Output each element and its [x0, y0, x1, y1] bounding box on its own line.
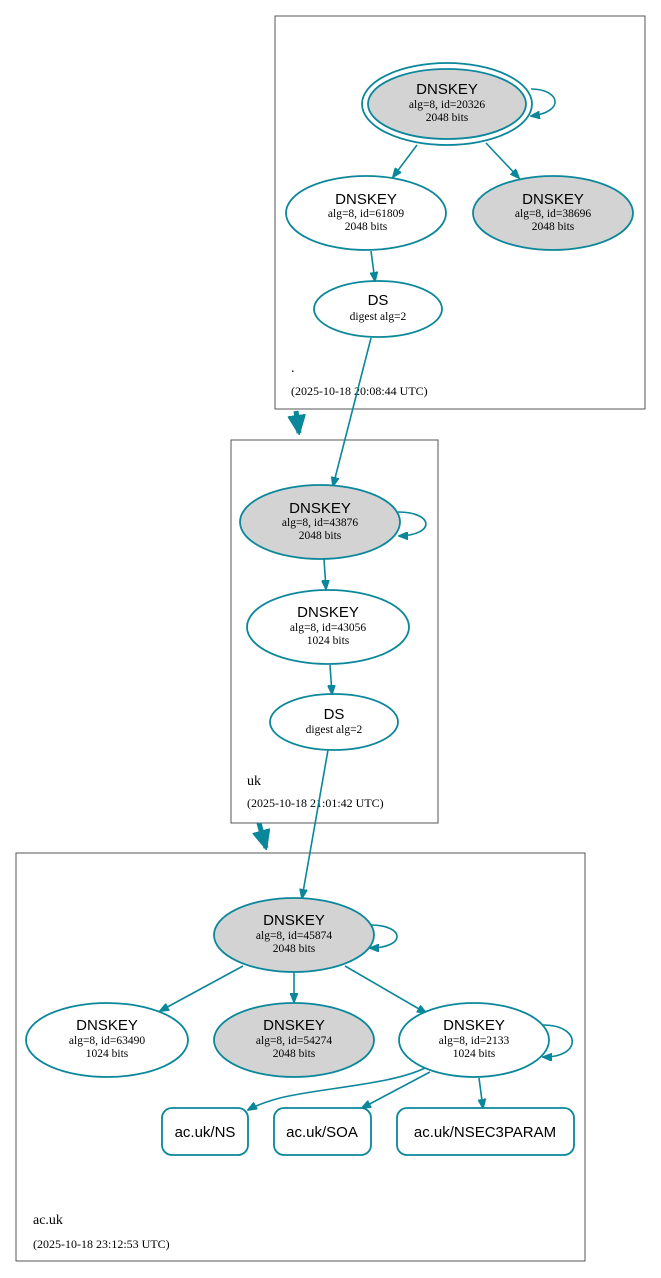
edge-ac-k3-soa: [362, 1071, 431, 1108]
node-title: DNSKEY: [443, 1017, 505, 1034]
ds-node-uk: DS digest alg=2: [269, 693, 399, 751]
zone-name-acuk: ac.uk: [33, 1213, 63, 1228]
zone-name-root: .: [291, 361, 295, 376]
node-title: DNSKEY: [76, 1017, 138, 1034]
delegation-arrow-root-uk: [296, 410, 299, 433]
node-title: DNSKEY: [289, 500, 351, 517]
zone-box-root: [274, 15, 646, 410]
node-title: DS: [368, 292, 389, 309]
node-key-info: alg=8, id=54274: [256, 1035, 332, 1047]
rrset-node-ns: ac.uk/NS: [161, 1107, 249, 1156]
node-title: DS: [324, 706, 345, 723]
edge-uk-ksk-zsk: [324, 558, 326, 589]
dnskey-node-ac-63490: DNSKEY alg=8, id=63490 1024 bits: [25, 1002, 189, 1078]
edge-ac-k3-self: [543, 1024, 573, 1057]
zone-timestamp-uk: (2025-10-18 21:01:42 UTC): [247, 796, 384, 810]
node-key-size: 1024 bits: [307, 635, 350, 647]
node-title: DNSKEY: [335, 191, 397, 208]
node-key-info: alg=8, id=61809: [328, 208, 404, 220]
edge-ac-ksk-self: [370, 924, 398, 948]
edge-uk-ds-ac-ksk: [302, 749, 329, 898]
node-key-size: 2048 bits: [532, 221, 575, 233]
node-digest-info: digest alg=2: [350, 311, 407, 323]
node-title: DNSKEY: [297, 604, 359, 621]
zone-name-uk: uk: [247, 774, 261, 789]
node-key-size: 2048 bits: [273, 943, 316, 955]
edge-root-ksk-zsk1: [393, 144, 418, 177]
rrset-node-soa: ac.uk/SOA: [273, 1107, 372, 1156]
zone-box-acuk: [15, 852, 586, 1262]
edge-uk-ksk-self: [398, 511, 427, 536]
node-title: DNSKEY: [416, 81, 478, 98]
node-key-size: 2048 bits: [273, 1048, 316, 1060]
zone-box-uk: [230, 439, 439, 824]
zone-timestamp-root: (2025-10-18 20:08:44 UTC): [291, 384, 428, 398]
edge-ac-ksk-k1: [160, 965, 244, 1011]
node-key-size: 1024 bits: [86, 1048, 129, 1060]
dnskey-node-root-ksk: DNSKEY alg=8, id=20326 2048 bits: [361, 62, 533, 146]
rrset-label: ac.uk/NS: [175, 1124, 236, 1141]
edge-root-ksk-self: [531, 88, 556, 116]
node-key-size: 1024 bits: [453, 1048, 496, 1060]
node-key-size: 2048 bits: [345, 221, 388, 233]
edge-ac-k3-ns: [248, 1067, 426, 1110]
edge-uk-zsk-ds: [330, 664, 332, 694]
dnskey-node-ac-54274: DNSKEY alg=8, id=54274 2048 bits: [213, 1002, 375, 1078]
node-key-size: 2048 bits: [426, 112, 469, 124]
node-key-info: alg=8, id=20326: [409, 99, 485, 111]
dnskey-node-ac-2133: DNSKEY alg=8, id=2133 1024 bits: [398, 1002, 550, 1078]
node-title: DNSKEY: [522, 191, 584, 208]
rrset-node-nsec3param: ac.uk/NSEC3PARAM: [396, 1107, 575, 1156]
edge-root-ksk-zsk2: [485, 142, 519, 178]
node-key-info: alg=8, id=43056: [290, 622, 366, 634]
node-key-info: alg=8, id=38696: [515, 208, 591, 220]
node-key-info: alg=8, id=43876: [282, 517, 358, 529]
node-key-info: alg=8, id=63490: [69, 1035, 145, 1047]
node-key-info: alg=8, id=2133: [439, 1035, 510, 1047]
node-digest-info: digest alg=2: [306, 724, 363, 736]
edge-root-zsk1-ds: [371, 250, 375, 281]
rrset-label: ac.uk/SOA: [286, 1124, 358, 1141]
rrset-label: ac.uk/NSEC3PARAM: [414, 1124, 556, 1141]
edge-root-ds-uk-ksk: [333, 337, 372, 486]
node-title: DNSKEY: [263, 912, 325, 929]
edge-ac-k3-nsec3param: [479, 1077, 483, 1108]
delegation-arrow-uk-acuk: [259, 822, 266, 848]
node-key-size: 2048 bits: [299, 530, 342, 542]
dnskey-node-uk-zsk: DNSKEY alg=8, id=43056 1024 bits: [246, 589, 410, 665]
dnskey-node-root-zsk-38696: DNSKEY alg=8, id=38696 2048 bits: [472, 175, 634, 251]
node-key-info: alg=8, id=45874: [256, 930, 332, 942]
dnskey-node-uk-ksk: DNSKEY alg=8, id=43876 2048 bits: [239, 484, 401, 560]
dnskey-node-ac-ksk: DNSKEY alg=8, id=45874 2048 bits: [213, 897, 375, 973]
dnskey-node-root-zsk-61809: DNSKEY alg=8, id=61809 2048 bits: [285, 175, 447, 251]
ds-node-root: DS digest alg=2: [313, 280, 443, 338]
zone-timestamp-acuk: (2025-10-18 23:12:53 UTC): [33, 1237, 170, 1251]
node-title: DNSKEY: [263, 1017, 325, 1034]
edge-ac-ksk-k3: [344, 965, 426, 1013]
